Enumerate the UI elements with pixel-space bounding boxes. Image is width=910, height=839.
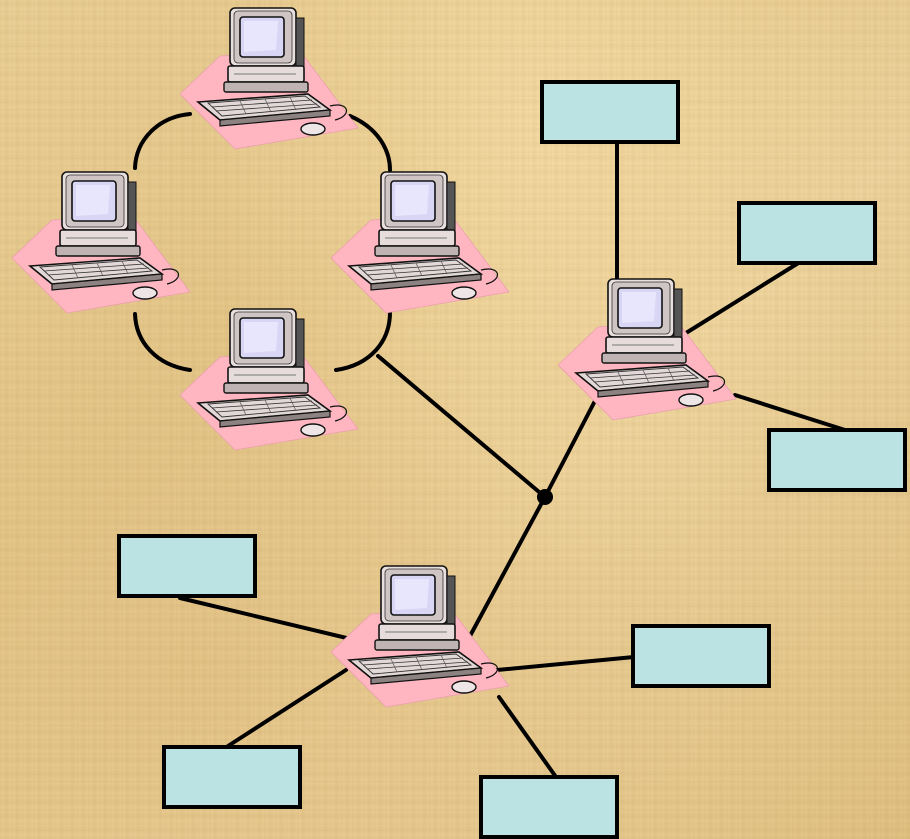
terminal-box-c [767,428,907,492]
terminal-box-e [631,624,771,688]
terminal-boxes [117,80,907,839]
terminal-box-b [737,201,877,265]
terminal-box-g [479,775,619,839]
link-ring-to-junction [376,354,547,499]
computer-icon [558,278,737,421]
links [178,140,847,779]
computer-icon [180,308,359,451]
junction-point [537,489,553,505]
link-right-hub-to-box-c [733,393,847,432]
computer-icon [180,7,359,150]
ring-links [133,112,392,372]
ring-arc-right-bottom [334,310,392,372]
terminal-box-d [117,534,257,598]
terminal-box-f [162,745,302,809]
ring-arc-top-right [348,114,392,172]
ring-arc-left-top [133,112,192,170]
link-bottom-hub-to-box-d [178,596,357,642]
ring-arc-bottom-left [133,312,192,372]
terminal-box-a [540,80,680,144]
link-junction-to-right-hub [543,395,599,499]
link-bottom-hub-to-box-g [497,695,558,779]
computer-icon [12,171,191,314]
link-right-hub-to-box-b [684,260,802,335]
link-bottom-hub-to-box-e [226,668,348,748]
computer-icon [331,565,510,708]
computer-icon [331,171,510,314]
link-bottom-hub-to-box-f [495,655,636,672]
link-junction-to-bottom-hub [468,495,547,638]
